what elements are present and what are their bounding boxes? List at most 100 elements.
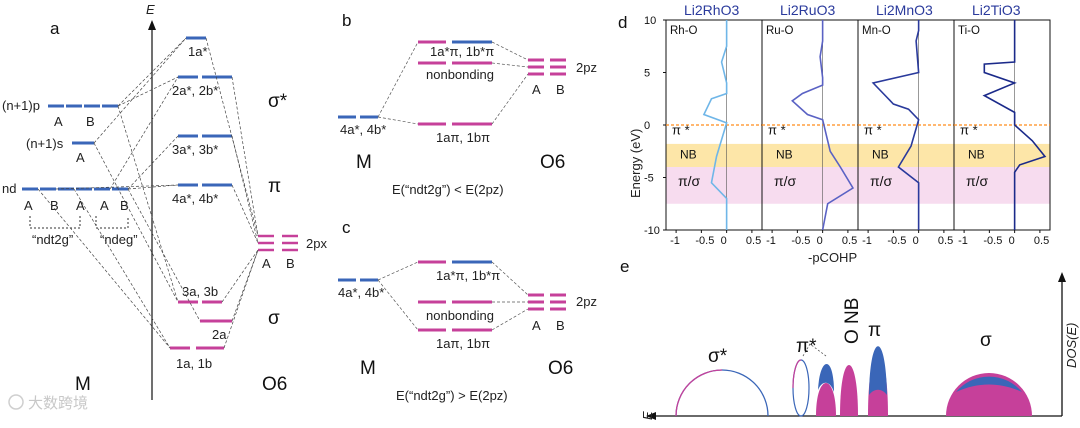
- label-B: B: [556, 318, 565, 333]
- region-label-pi: π: [268, 176, 281, 197]
- x-tick-label: -0.5: [983, 235, 1002, 247]
- panel-a-letter: a: [50, 19, 60, 38]
- correlation-lines: [37, 37, 259, 349]
- x-tick-label: 0.5: [842, 235, 857, 247]
- sigma-star-band: [675, 369, 769, 417]
- panel-a: a E (n+1)p A B (n+1)s A nd A B A A B “nd…: [2, 2, 327, 400]
- y-tick-label: 5: [644, 68, 650, 80]
- bond-label: Rh-O: [670, 25, 698, 37]
- x-tick-label: -0.5: [695, 235, 714, 247]
- nb-band: [762, 143, 858, 167]
- nb-label: NB: [776, 148, 793, 162]
- label-B: B: [120, 198, 129, 213]
- panel-e: e E DOS(E) σ* π* O NB π σ: [620, 257, 1079, 420]
- x-tick-label: 0.5: [938, 235, 953, 247]
- level-top: 1a*π, 1b*π: [430, 44, 494, 59]
- ndeg-label: “ndeg”: [100, 232, 138, 247]
- t2g-bracket: [29, 216, 81, 229]
- label-B: B: [50, 198, 59, 213]
- mo-level-label: 1a, 1b: [176, 356, 212, 371]
- panel-d-letter: d: [618, 13, 627, 32]
- energy-axis-arrow-icon: [148, 20, 156, 30]
- x-tick-label: -1: [670, 235, 680, 247]
- label-A: A: [532, 82, 541, 97]
- y-tick-label: -10: [644, 225, 660, 237]
- pi-sigma-label: π/σ: [774, 173, 797, 189]
- pi-star-bracket: [802, 343, 827, 357]
- x-tick-label: 0: [817, 235, 823, 247]
- level-nonbonding: nonbonding: [426, 67, 494, 82]
- metal-levels: [22, 104, 128, 191]
- bond-label: Mn-O: [862, 25, 891, 37]
- metal-label: M: [360, 358, 376, 379]
- panel-b: b 1a*π, 1b*π nonbonding 1aπ, 1bπ 4a*, 4b…: [338, 11, 597, 197]
- x-tick-label: 0.5: [1034, 235, 1049, 247]
- panel-c-levels: [338, 260, 566, 332]
- level-nonbonding: nonbonding: [426, 308, 494, 323]
- o-2p-levels: [258, 234, 298, 252]
- level-bottom: 1aπ, 1bπ: [436, 130, 490, 145]
- band-label-pi-star: π*: [796, 336, 817, 357]
- y-tick-label: -5: [644, 173, 654, 185]
- condition-label: E(“ndt2g”) < E(2pz): [392, 182, 504, 197]
- panel-e-letter: e: [620, 257, 629, 276]
- metal-label: M: [356, 152, 372, 173]
- x-tick-label: 0.5: [746, 235, 761, 247]
- pi-star-band-part: [792, 359, 802, 389]
- x-tick-label: -0.5: [791, 235, 810, 247]
- level-o: 2pz: [576, 60, 597, 75]
- level-np1p: (n+1)p: [2, 98, 40, 113]
- band-label-o-nb: O NB: [842, 298, 863, 344]
- oxygen-label: O6: [540, 152, 565, 173]
- pi-band-part: [869, 346, 887, 395]
- label-A: A: [76, 198, 85, 213]
- nb-band: [666, 143, 762, 167]
- region-label-sigma-star: σ*: [268, 91, 288, 112]
- label-A: A: [532, 318, 541, 333]
- x-tick-label: 0: [913, 235, 919, 247]
- cohp-curve-Ru-O: [791, 20, 855, 231]
- oxygen-label: O6: [262, 374, 287, 395]
- compound-title: Li2RhO3: [684, 2, 739, 18]
- metal-label: M: [75, 374, 91, 395]
- pi-star-band-filled: [816, 383, 836, 416]
- mo-levels: [170, 36, 232, 350]
- o-level-label: 2px: [306, 236, 327, 251]
- label-B: B: [556, 82, 565, 97]
- energy-axis-label: E: [146, 2, 155, 17]
- band-label-sigma: σ: [980, 330, 992, 351]
- compound-title: Li2RuO3: [780, 2, 835, 18]
- mo-level-label: 1a*: [188, 44, 208, 59]
- pi-star-label: π *: [960, 122, 978, 137]
- pi-sigma-label: π/σ: [678, 173, 701, 189]
- compound-title: Li2TiO3: [972, 2, 1021, 18]
- label-B: B: [86, 114, 95, 129]
- level-m: 4a*, 4b*: [340, 122, 386, 137]
- sigma-star-band-part: [675, 369, 723, 417]
- label-A: A: [76, 150, 85, 165]
- pi-sigma-label: π/σ: [966, 173, 989, 189]
- label-A: A: [262, 256, 271, 271]
- nb-label: NB: [680, 148, 697, 162]
- ndt2g-label: “ndt2g”: [32, 232, 73, 247]
- o-nb-band: [840, 365, 858, 416]
- watermark-logo-icon: [8, 394, 24, 410]
- mo-level-label: 2a*, 2b*: [172, 83, 218, 98]
- x-tick-label: -1: [862, 235, 872, 247]
- panel-b-levels: [338, 40, 566, 126]
- cohp-curve-Rh-O: [702, 20, 728, 230]
- panel-b-lines: [377, 41, 529, 125]
- band-label-sigma-star: σ*: [708, 346, 728, 367]
- level-o: 2pz: [576, 294, 597, 309]
- label-A: A: [24, 198, 33, 213]
- cohp-curve-Mn-O: [871, 20, 920, 230]
- level-nd: nd: [2, 181, 16, 196]
- label-B: B: [286, 256, 295, 271]
- panel-c-lines: [377, 261, 529, 331]
- panel-b-letter: b: [342, 11, 351, 30]
- mo-level-label: 2a: [212, 327, 227, 342]
- bond-label: Ru-O: [766, 25, 794, 37]
- y-axis-label: Energy (eV): [628, 129, 643, 198]
